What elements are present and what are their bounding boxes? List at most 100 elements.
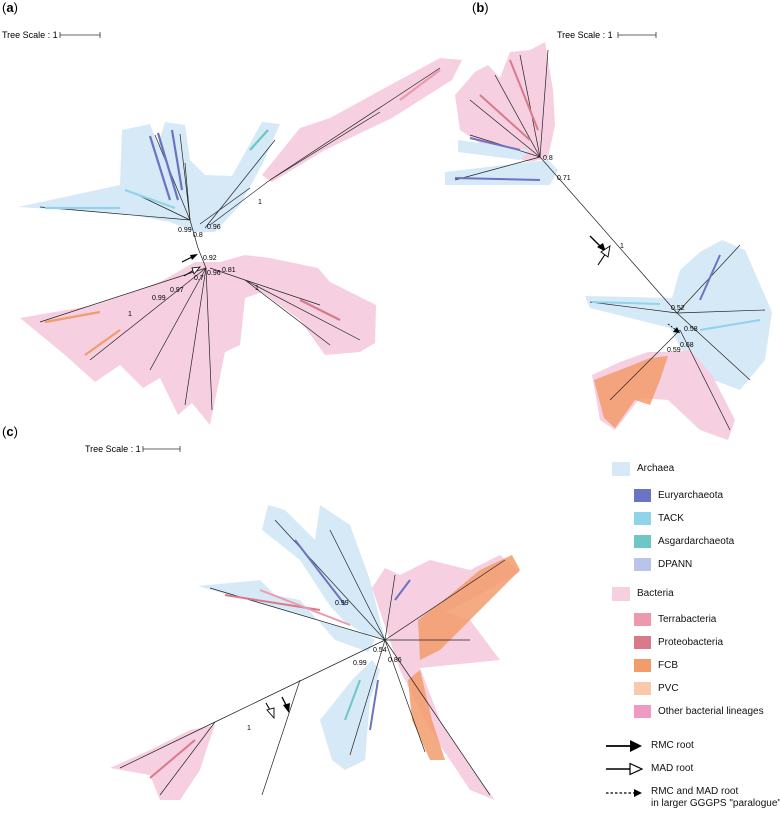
panel-a-label: (a) xyxy=(2,0,18,15)
support-value: 0.97 xyxy=(170,287,184,294)
panel-c: (c) Tree Scale : 1 xyxy=(2,424,520,800)
panel-c-bacteria-right-clade xyxy=(372,555,520,800)
support-value: 0.68 xyxy=(680,342,694,349)
panel-b-branches xyxy=(454,49,766,431)
legend-label: Terrabacteria xyxy=(658,613,717,625)
legend-item-terrabacteria: Terrabacteria xyxy=(634,613,716,626)
panel-a-bacteria-lower-clade xyxy=(20,255,376,425)
terrabacteria-swatch xyxy=(634,613,651,626)
support-value: 0.7 xyxy=(194,275,204,282)
legend-item-bacteria: Bacteria xyxy=(612,587,674,601)
panel-b-scale-bar xyxy=(617,32,657,38)
paralogue-root-arrow-icon xyxy=(606,789,642,797)
panel-b-archaea-upper-clade xyxy=(445,140,558,185)
archaea-swatch xyxy=(612,462,630,476)
support-value: 0.99 xyxy=(353,660,367,667)
other-bacteria-swatch xyxy=(634,705,651,718)
support-value: 0.96 xyxy=(207,224,221,231)
panel-b-fcb-clade xyxy=(594,356,668,428)
legend-item-mad-root: MAD root xyxy=(604,762,693,776)
support-value: 0.92 xyxy=(203,255,217,262)
tack-swatch xyxy=(634,512,651,525)
legend-label: RMC and MAD root xyxy=(651,786,739,797)
legend-item-asgardarchaeota: Asgardarchaeota xyxy=(634,535,734,548)
support-value: 1 xyxy=(255,285,259,292)
legend-item-archaea: Archaea xyxy=(612,462,674,476)
panel-a-archaea-clade xyxy=(18,122,280,232)
legend-item-other-bacterial-lineages: Other bacterial lineages xyxy=(634,705,764,718)
support-value: 0.54 xyxy=(373,647,387,654)
panel-c-archaea-clade xyxy=(198,505,385,652)
legend-item-euryarchaeota: Euryarchaeota xyxy=(634,489,723,502)
support-value: 0.99 xyxy=(152,295,166,302)
panel-a-mad-root-arrow xyxy=(183,266,201,277)
panel-a-rmc-root-arrow xyxy=(181,254,198,263)
legend-label: RMC root xyxy=(651,740,694,751)
panel-b-mad-root-arrow xyxy=(597,245,611,266)
legend-label: Archaea xyxy=(637,463,675,474)
legend-label: Asgardarchaeota xyxy=(658,535,735,547)
panel-c-scale-text: Tree Scale : 1 xyxy=(85,444,141,454)
bacteria-swatch xyxy=(612,587,630,601)
rmc-root-arrow-icon xyxy=(606,740,642,752)
panel-b: (b) Tree Scale : 1 xyxy=(445,0,772,440)
euryarchaeota-swatch xyxy=(634,489,651,502)
legend-item-dpann: DPANN xyxy=(634,558,692,571)
panel-c-rmc-root-arrow xyxy=(281,696,290,713)
legend-label: Proteobacteria xyxy=(658,636,724,648)
panel-b-bacteria-upper-clade xyxy=(455,42,555,162)
panel-a-bacteria-upper-clade xyxy=(262,58,462,182)
support-value: 0.81 xyxy=(222,267,236,274)
pvc-swatch xyxy=(634,682,651,695)
support-value: 0.52 xyxy=(671,305,685,312)
panel-b-support-values: 0.8 0.71 1 0.52 0.58 0.59 0.68 xyxy=(543,155,698,354)
legend-item-rmc-root: RMC root xyxy=(604,739,694,753)
panel-b-subgroup-strokes xyxy=(454,59,761,331)
panel-b-scale-text: Tree Scale : 1 xyxy=(557,30,613,40)
support-value: 0.99 xyxy=(335,600,349,607)
panel-c-bacteria-left-clade xyxy=(110,725,215,800)
dpann-swatch xyxy=(634,558,651,571)
support-value: 0.58 xyxy=(684,326,698,333)
legend-item-proteobacteria: Proteobacteria xyxy=(634,636,723,649)
panel-b-rmc-root-arrow xyxy=(589,235,606,252)
support-value: 1 xyxy=(128,311,132,318)
panel-a-scale-bar xyxy=(59,32,101,38)
proteobacteria-swatch xyxy=(634,636,651,649)
legend-label: FCB xyxy=(658,659,678,671)
legend-item-paralogue-root: RMC and MAD root in larger GGGPS "paralo… xyxy=(604,786,780,810)
legend-item-tack: TACK xyxy=(634,512,684,525)
support-value: 0.8 xyxy=(193,232,203,239)
panel-b-paralogue-root-arrow xyxy=(667,323,680,333)
support-value: 0.8 xyxy=(543,155,553,162)
panel-c-scale-bar xyxy=(142,446,181,452)
panel-a-support-values: 1 0.99 0.8 0.96 0.92 1 0.99 0.97 0.7 0.9… xyxy=(128,199,262,318)
panel-a-subgroup-strokes xyxy=(44,69,441,356)
support-value: 0.59 xyxy=(667,347,681,354)
support-value: 0.99 xyxy=(178,227,192,234)
panel-c-support-values: 0.99 0.99 0.54 0.86 1 xyxy=(247,600,402,732)
support-value: 1 xyxy=(258,199,262,206)
legend-label: PVC xyxy=(658,682,679,694)
panel-b-label: (b) xyxy=(472,0,489,15)
panel-a-branches xyxy=(39,67,441,411)
legend-label: DPANN xyxy=(658,558,693,570)
panel-b-archaea-lower-clade xyxy=(585,240,772,390)
legend-label: Other bacterial lineages xyxy=(658,705,764,717)
panel-c-subgroup-strokes xyxy=(149,539,411,779)
support-value: 1 xyxy=(247,725,251,732)
legend-label: Euryarchaeota xyxy=(658,489,724,501)
panel-c-archaea-lower-clade xyxy=(320,660,380,770)
legend-label: Bacteria xyxy=(637,588,674,599)
legend-label: MAD root xyxy=(651,763,694,774)
legend-label: TACK xyxy=(658,512,684,524)
panel-c-mad-root-arrow xyxy=(265,702,275,720)
legend-label: in larger GGGPS "paralogue" (b) xyxy=(651,798,780,809)
asgard-swatch xyxy=(634,535,651,548)
support-value: 0.96 xyxy=(207,270,221,277)
panel-a-scale-text: Tree Scale : 1 xyxy=(2,30,58,40)
legend-item-pvc: PVC xyxy=(634,682,679,695)
panel-c-label: (c) xyxy=(2,424,18,439)
support-value: 1 xyxy=(620,243,624,250)
